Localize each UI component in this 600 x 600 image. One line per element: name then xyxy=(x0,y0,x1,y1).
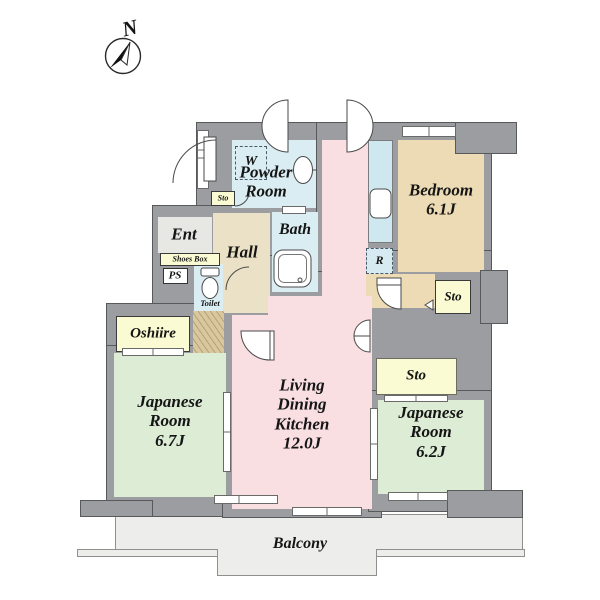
oshiire-closet xyxy=(116,316,190,352)
compass-icon xyxy=(104,37,142,75)
window-jp67-bottom xyxy=(214,495,278,504)
sto-closet-bedroom xyxy=(435,280,471,314)
sliding-door-sto-japanese xyxy=(384,395,448,402)
sto-closet-japanese xyxy=(376,358,457,395)
pillar-sto-right xyxy=(480,270,508,324)
sto-closet-powder xyxy=(211,191,235,206)
japanese-room-67-floor xyxy=(114,353,226,497)
opening-bath-door xyxy=(282,206,306,214)
japanese-room-62-floor xyxy=(378,400,484,494)
balcony-floor-main xyxy=(115,514,523,550)
entrance-floor xyxy=(158,217,212,253)
wood-floor-strip xyxy=(193,311,224,357)
window-ldk-bottom xyxy=(292,507,362,516)
kitchen-counter xyxy=(368,140,393,243)
pipe-space-box xyxy=(163,268,188,284)
sliding-door-jp62-ldk xyxy=(370,408,378,480)
pillar-top-right xyxy=(455,122,517,154)
sliding-door-jp67-ldk xyxy=(223,392,231,472)
window-bedroom-top xyxy=(402,126,456,137)
toilet-floor xyxy=(194,264,223,311)
balcony-step-center xyxy=(217,549,377,576)
shoes-box xyxy=(160,253,220,266)
ldk-main-floor xyxy=(268,296,372,509)
ldk-left-floor xyxy=(232,315,272,509)
balcony-ledge-left xyxy=(77,549,218,557)
compass-north-label: N xyxy=(119,14,141,42)
bedroom-floor xyxy=(398,140,484,272)
pillar-bottom-left xyxy=(80,500,153,517)
sliding-door-oshiire xyxy=(122,348,184,356)
window-jp62-bottom xyxy=(388,492,448,501)
ldk-kitchen-strip-floor xyxy=(322,140,368,302)
bedroom-corridor-floor xyxy=(366,274,435,308)
washer-space-box xyxy=(235,146,267,180)
refrigerator-space-box xyxy=(366,248,393,274)
window-powder-left xyxy=(197,130,209,189)
pillar-bottom-right xyxy=(447,490,523,518)
bath-floor xyxy=(272,212,318,292)
balcony-ledge-right xyxy=(376,549,525,557)
